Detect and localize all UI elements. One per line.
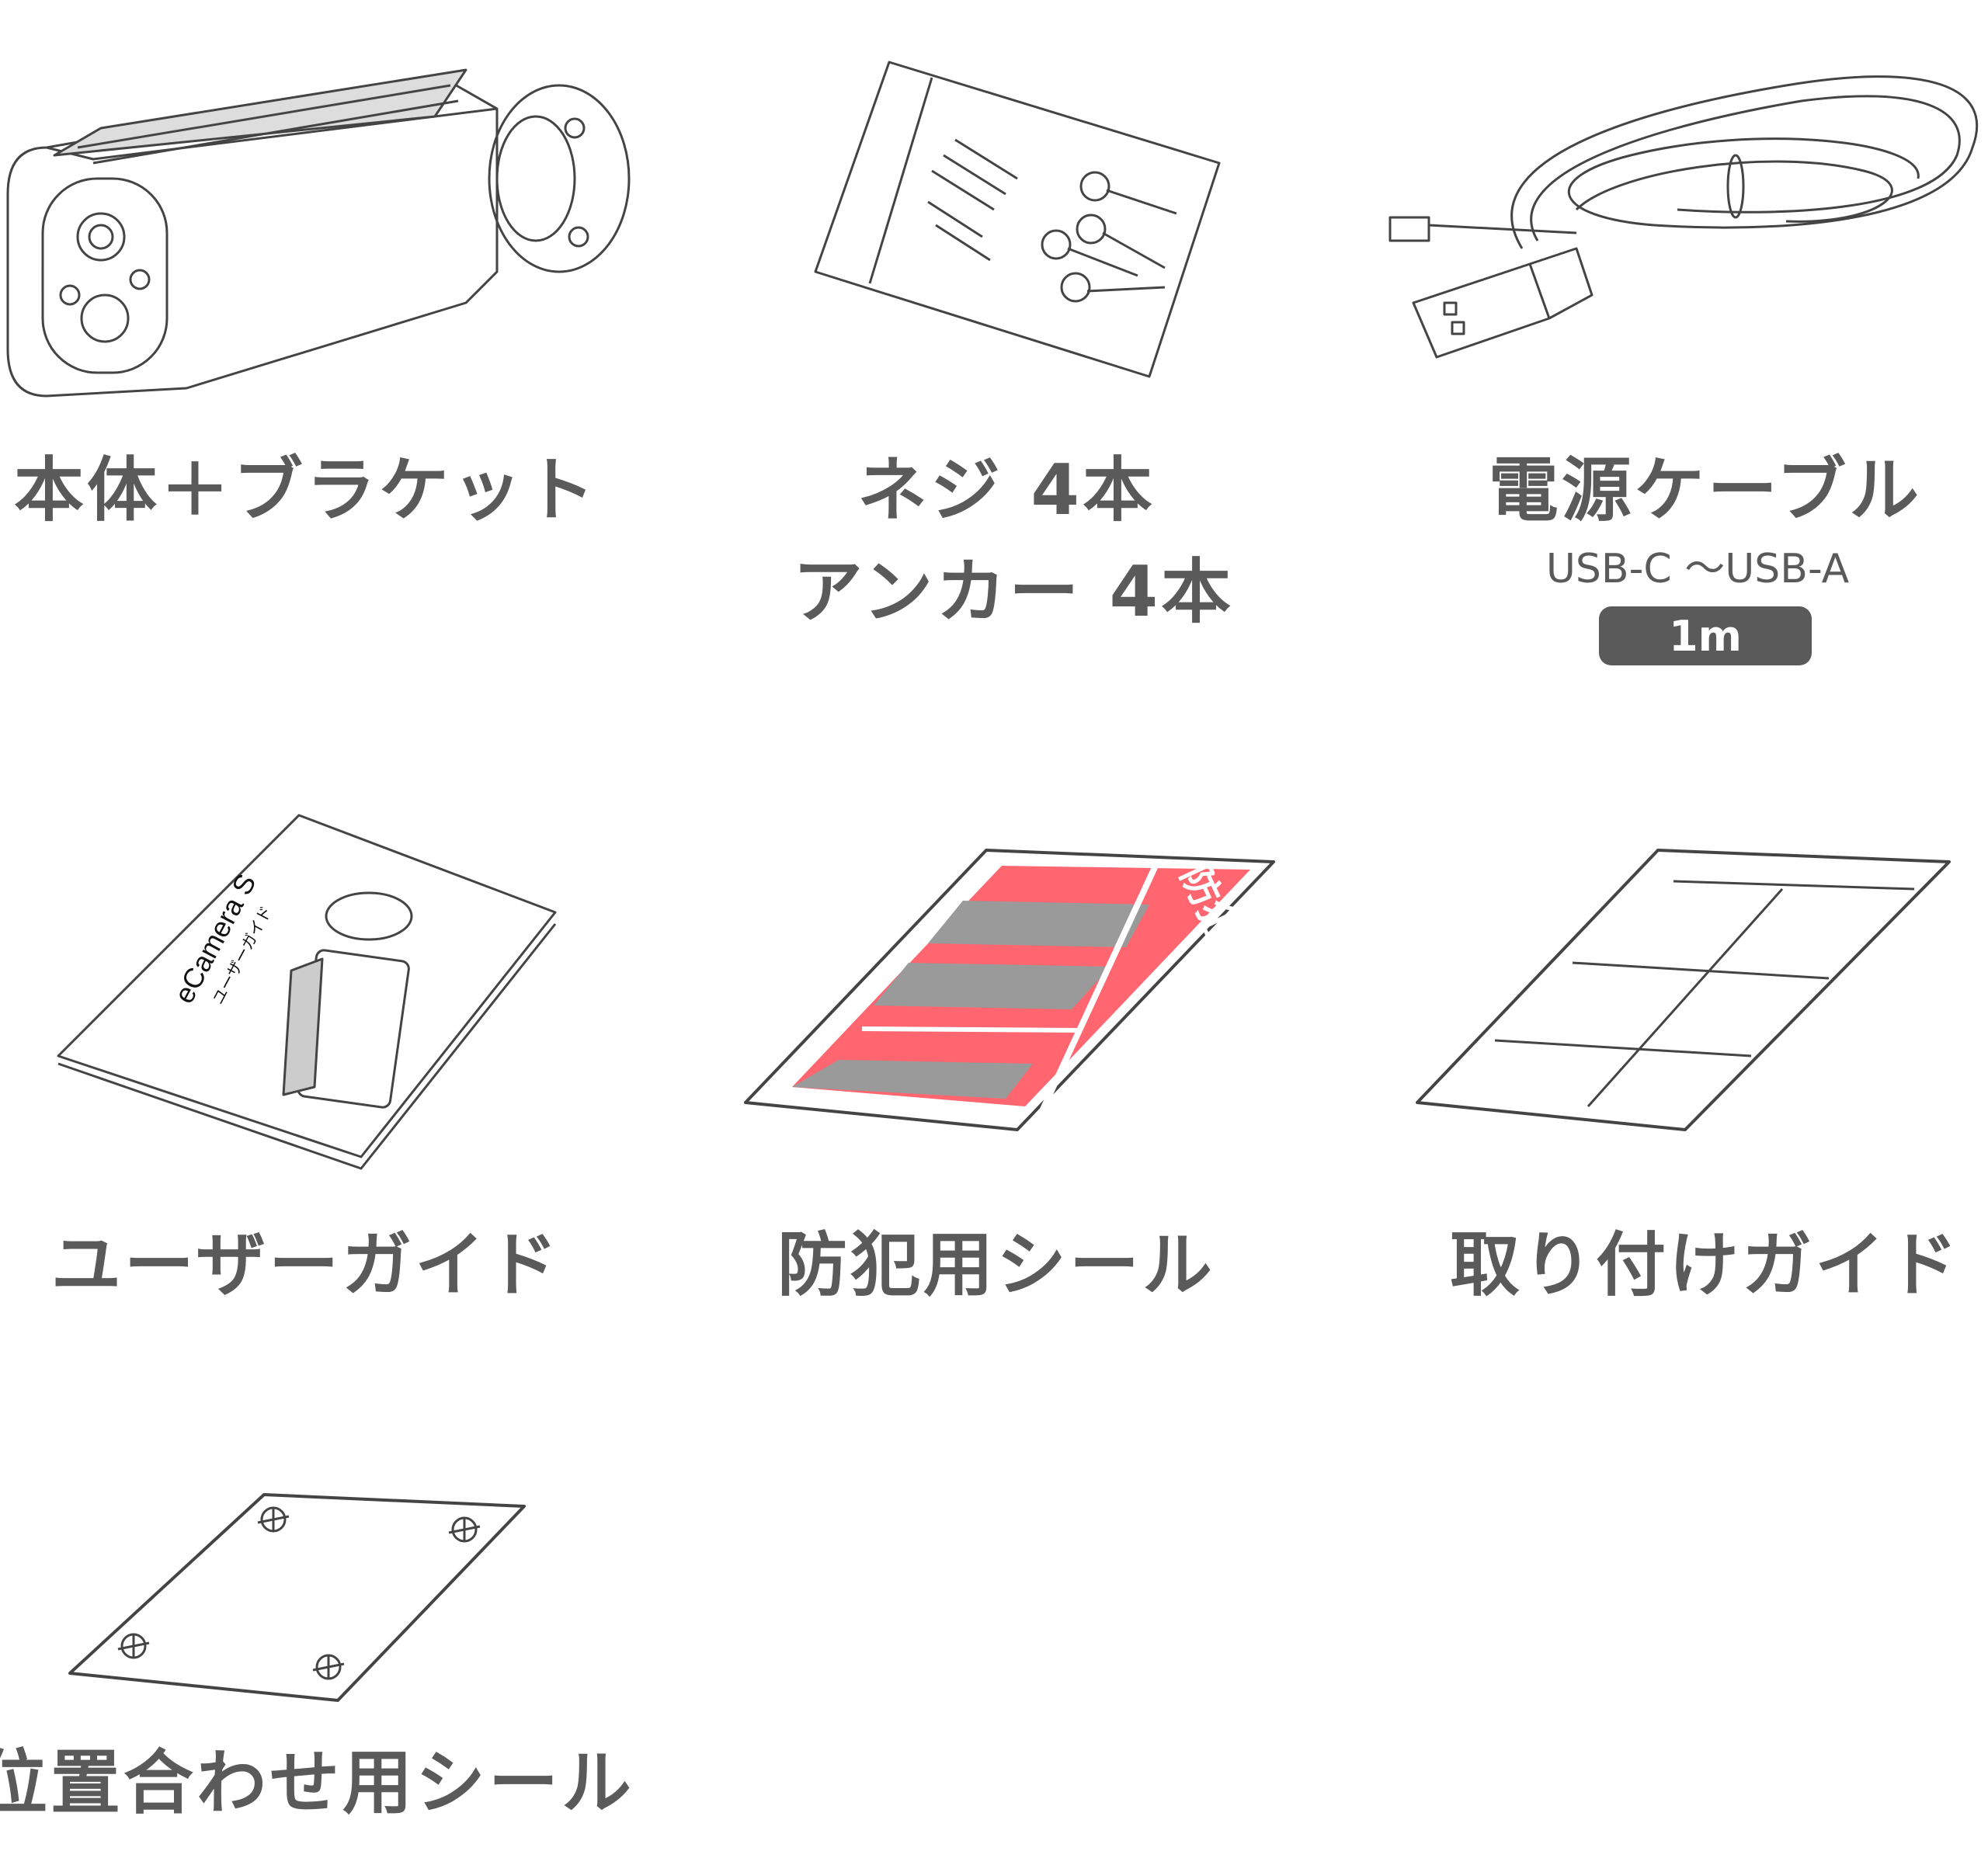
item-label-screws: ネジ 4本 bbox=[857, 450, 1156, 531]
item-label-alignment-sticker: 位置合わせ用シール bbox=[0, 1742, 634, 1824]
item-label-camera: 本体＋ブラケット bbox=[14, 450, 598, 531]
alignment-sticker-illustration bbox=[68, 1493, 526, 1702]
item-label-security-sticker: 防犯用シール bbox=[777, 1224, 1215, 1306]
security-sticker-illustration: 防犯カメラ作動中 bbox=[744, 849, 1344, 1159]
mounting-guide-sheet-illustration bbox=[1416, 849, 1951, 1131]
user-guide-booklet-illustration: eCamera S ユーザーガイド bbox=[57, 814, 557, 1170]
item-label-power-cable: 電源ケーブル bbox=[1488, 450, 1923, 531]
screws-and-anchors-bag-illustration bbox=[814, 61, 1221, 378]
sticker-text: 防犯カメラ作動中 bbox=[1172, 859, 1344, 1159]
item-label-user-guide: ユーザーガイド bbox=[50, 1224, 561, 1306]
camera-with-bracket-illustration bbox=[6, 68, 631, 398]
item-label-anchors: アンカー 4本 bbox=[792, 551, 1235, 633]
usb-cable-illustration bbox=[1388, 75, 1979, 359]
cable-length-badge: 1m bbox=[1599, 606, 1812, 665]
item-label-mounting-guide: 取り付けガイド bbox=[1450, 1224, 1961, 1306]
cable-spec: USB-C 〜USB-A bbox=[1545, 546, 1850, 592]
